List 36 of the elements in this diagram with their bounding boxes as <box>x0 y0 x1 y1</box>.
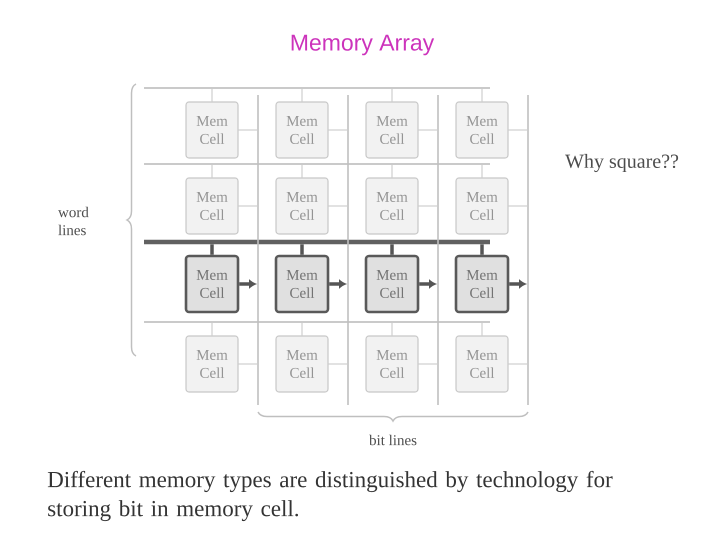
brace-label: bit lines <box>369 434 416 446</box>
memory-cell: Mem Cell <box>275 335 329 393</box>
memory-cell: Mem Cell <box>455 101 509 159</box>
memory-cell: Mem Cell <box>185 177 239 235</box>
memory-cell: Mem Cell <box>454 254 510 314</box>
memory-cell: Mem Cell <box>365 177 419 235</box>
memory-cell: Mem Cell <box>184 254 240 314</box>
arrow <box>509 280 526 288</box>
connector-line <box>210 244 214 255</box>
connector-line <box>480 244 484 255</box>
bit-line <box>347 95 349 405</box>
bit-line <box>527 95 529 405</box>
memory-cell: Mem Cell <box>364 254 420 314</box>
memory-cell: Mem Cell <box>274 254 330 314</box>
memory-cell: Mem Cell <box>455 177 509 235</box>
memory-cell: Mem Cell <box>275 101 329 159</box>
connector-line <box>300 244 304 255</box>
memory-cell: Mem Cell <box>185 101 239 159</box>
arrow <box>329 280 346 288</box>
arrow <box>419 280 436 288</box>
brace-label: word lines <box>58 206 89 236</box>
word-line <box>144 163 490 165</box>
arrow <box>239 280 256 288</box>
memory-cell: Mem Cell <box>365 335 419 393</box>
bit-line <box>257 95 259 405</box>
title: Memory Array <box>292 34 434 56</box>
connector-line <box>390 244 394 255</box>
body-text: Different memory types are distinguished by technology for storing bit in memory cell. <box>48 470 613 522</box>
word-line <box>144 87 490 89</box>
memory-cell: Mem Cell <box>455 335 509 393</box>
bit-line <box>437 95 439 405</box>
memory-cell: Mem Cell <box>185 335 239 393</box>
memory-cell: Mem Cell <box>365 101 419 159</box>
memory-cell: Mem Cell <box>275 177 329 235</box>
word-line <box>144 321 490 323</box>
note: Why square?? <box>565 154 678 172</box>
